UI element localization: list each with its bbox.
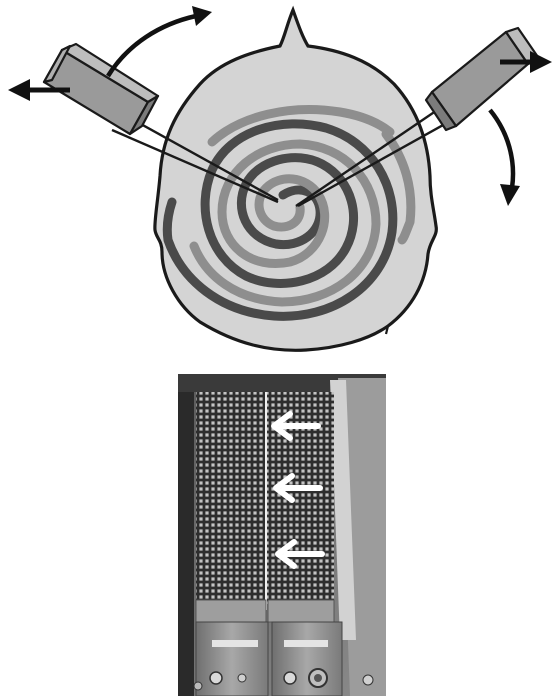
left-plate: [195, 599, 267, 623]
left-grid-panel: [196, 392, 266, 606]
curved-arrow-icon: [488, 108, 520, 206]
straight-arrow-icon: [500, 51, 552, 73]
head-notch: [379, 323, 390, 335]
connector: [283, 671, 297, 685]
spiral-arm-dark: [162, 119, 398, 321]
emitter-array-photo: [178, 374, 386, 696]
left-base: [195, 621, 269, 696]
connector: [193, 681, 203, 691]
right-label-sticker: [284, 640, 328, 647]
left-beam: [111, 116, 279, 204]
right-emitter-icon: [424, 26, 542, 132]
spiral-head-diagram: [8, 5, 552, 352]
left-frame: [178, 392, 194, 696]
right-plate: [267, 599, 335, 623]
white-arrow-icon: [271, 411, 321, 441]
white-arrow-icon: [275, 539, 325, 569]
spiral-coil: [162, 105, 416, 321]
right-beam: [295, 99, 471, 208]
connector: [362, 674, 374, 686]
left-label-sticker: [212, 640, 258, 647]
white-arrow-icon: [273, 473, 323, 503]
connector: [237, 673, 247, 683]
right-base: [271, 621, 343, 696]
curved-arrow-icon: [106, 6, 212, 78]
straight-arrow-icon: [8, 79, 70, 101]
connector: [314, 674, 322, 682]
connector: [209, 671, 223, 685]
right-frame-edge: [330, 380, 356, 640]
spiral-arm-light: [189, 105, 416, 307]
